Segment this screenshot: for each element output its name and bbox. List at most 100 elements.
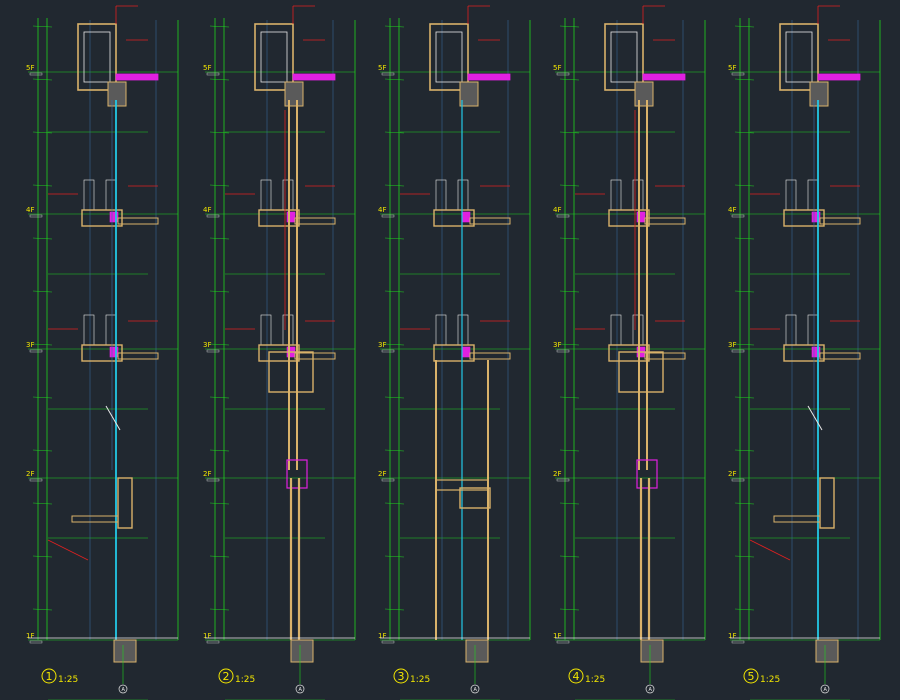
section-number-circle [41, 668, 57, 684]
slab-cut-edge [642, 73, 686, 81]
footing-section [815, 639, 839, 663]
window-unit [457, 179, 469, 211]
dimension-tick [734, 608, 755, 611]
section-scale: 1:25 [235, 675, 255, 685]
dimension-tick [209, 608, 230, 611]
window-unit [610, 179, 622, 211]
leader-line [749, 539, 791, 561]
slab-section [634, 81, 654, 107]
dimension-tick [384, 555, 405, 558]
floor-level-label: 3F [203, 341, 211, 349]
dimension-tick [32, 290, 53, 293]
floor-level-label: 4F [26, 206, 34, 214]
section-number-circle [568, 668, 584, 684]
level-marker [206, 349, 220, 353]
dimension-tick [32, 131, 53, 134]
dimension-tick [559, 25, 580, 28]
dimension-tick [559, 396, 580, 399]
dimension-tick [384, 237, 405, 240]
level-marker [381, 640, 395, 644]
section-scale: 1:25 [760, 675, 780, 685]
floor-level-label: 3F [378, 341, 386, 349]
floor-level-label: 2F [728, 470, 736, 478]
bracket-section [819, 477, 835, 529]
floor-level-label: 1F [378, 632, 386, 640]
dimension-tick [734, 78, 755, 81]
axis-bubble [820, 684, 830, 694]
section-scale: 1:25 [410, 675, 430, 685]
slab-section [469, 352, 511, 360]
floor-level-label: 3F [553, 341, 561, 349]
sealant-cut [109, 346, 119, 358]
sealant-cut [286, 459, 308, 489]
footing-section [465, 639, 489, 663]
axis-label: A [299, 687, 303, 693]
level-marker [206, 214, 220, 218]
bracket-section [459, 487, 491, 509]
dimension-tick [209, 396, 230, 399]
floor-level-label: 1F [553, 632, 561, 640]
dimension-tick [734, 449, 755, 452]
dimension-tick [559, 78, 580, 81]
level-marker [29, 349, 43, 353]
sealant-cut [286, 211, 296, 223]
level-marker [731, 214, 745, 218]
slab-section [819, 352, 861, 360]
axis-label: A [122, 687, 126, 693]
window-unit [105, 314, 117, 346]
dimension-tick [734, 237, 755, 240]
window-unit [807, 179, 819, 211]
slab-section [819, 217, 861, 225]
level-marker [556, 349, 570, 353]
dimension-tick [559, 502, 580, 505]
level-marker [381, 214, 395, 218]
canopy-plate [773, 515, 821, 523]
sealant-cut [109, 211, 119, 223]
level-marker [731, 478, 745, 482]
floor-level-label: 2F [26, 470, 34, 478]
slab-cut-edge [467, 73, 511, 81]
floor-level-label: 1F [203, 632, 211, 640]
level-marker [731, 640, 745, 644]
dimension-tick [32, 25, 53, 28]
floor-level-label: 3F [728, 341, 736, 349]
sealant-cut [811, 346, 821, 358]
dimension-tick [734, 25, 755, 28]
window-frame [83, 31, 111, 83]
axis-label: A [474, 687, 478, 693]
dimension-tick [384, 131, 405, 134]
floor-level-label: 4F [553, 206, 561, 214]
dimension-tick [32, 555, 53, 558]
dimension-tick [384, 343, 405, 346]
level-marker [556, 640, 570, 644]
axis-bubble [470, 684, 480, 694]
axis-bubble [118, 684, 128, 694]
dimension-tick [384, 396, 405, 399]
window-unit [785, 314, 797, 346]
window-frame [610, 31, 638, 83]
level-marker [381, 72, 395, 76]
dimension-tick [209, 502, 230, 505]
spandrel-frame [779, 23, 819, 91]
footing-section [640, 639, 664, 663]
slab-section [644, 352, 686, 360]
window-unit [83, 179, 95, 211]
window-unit [435, 179, 447, 211]
dimension-tick [209, 449, 230, 452]
floor-level-label: 5F [26, 64, 34, 72]
floor-level-label: 4F [378, 206, 386, 214]
dimension-tick [32, 502, 53, 505]
floor-level-label: 2F [203, 470, 211, 478]
dimension-tick [734, 290, 755, 293]
axis-bubble [295, 684, 305, 694]
level-marker [29, 640, 43, 644]
dimension-tick [209, 555, 230, 558]
infill-frame [268, 351, 314, 393]
dimension-tick [384, 25, 405, 28]
floor-level-label: 2F [378, 470, 386, 478]
floor-level-label: 4F [203, 206, 211, 214]
slab-section [469, 217, 511, 225]
dimension-tick [209, 25, 230, 28]
